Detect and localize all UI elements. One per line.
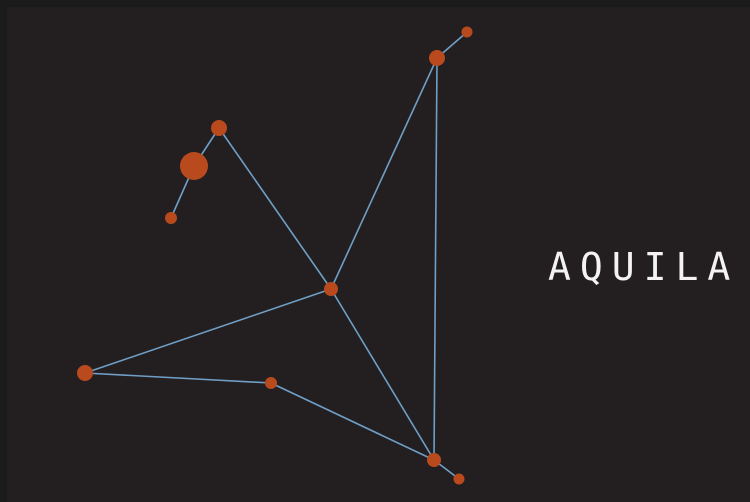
star-h xyxy=(265,377,277,389)
constellation-name: AQUILA xyxy=(548,245,740,289)
star-i xyxy=(427,453,441,467)
star-a xyxy=(461,26,473,38)
constellation-line-8 xyxy=(330,288,435,461)
constellation-line-10 xyxy=(270,382,435,461)
constellation-line-6 xyxy=(218,127,332,290)
star-j xyxy=(453,473,465,485)
constellation-line-3 xyxy=(433,57,438,461)
constellation-line-9 xyxy=(84,372,272,384)
background-panel xyxy=(7,7,750,502)
star-e xyxy=(165,212,177,224)
star-f xyxy=(324,282,338,296)
star-d xyxy=(180,152,208,180)
star-c xyxy=(211,120,227,136)
constellation-line-7 xyxy=(84,288,332,374)
star-b xyxy=(429,50,445,66)
star-g xyxy=(77,365,93,381)
constellation-line-2 xyxy=(330,57,438,290)
